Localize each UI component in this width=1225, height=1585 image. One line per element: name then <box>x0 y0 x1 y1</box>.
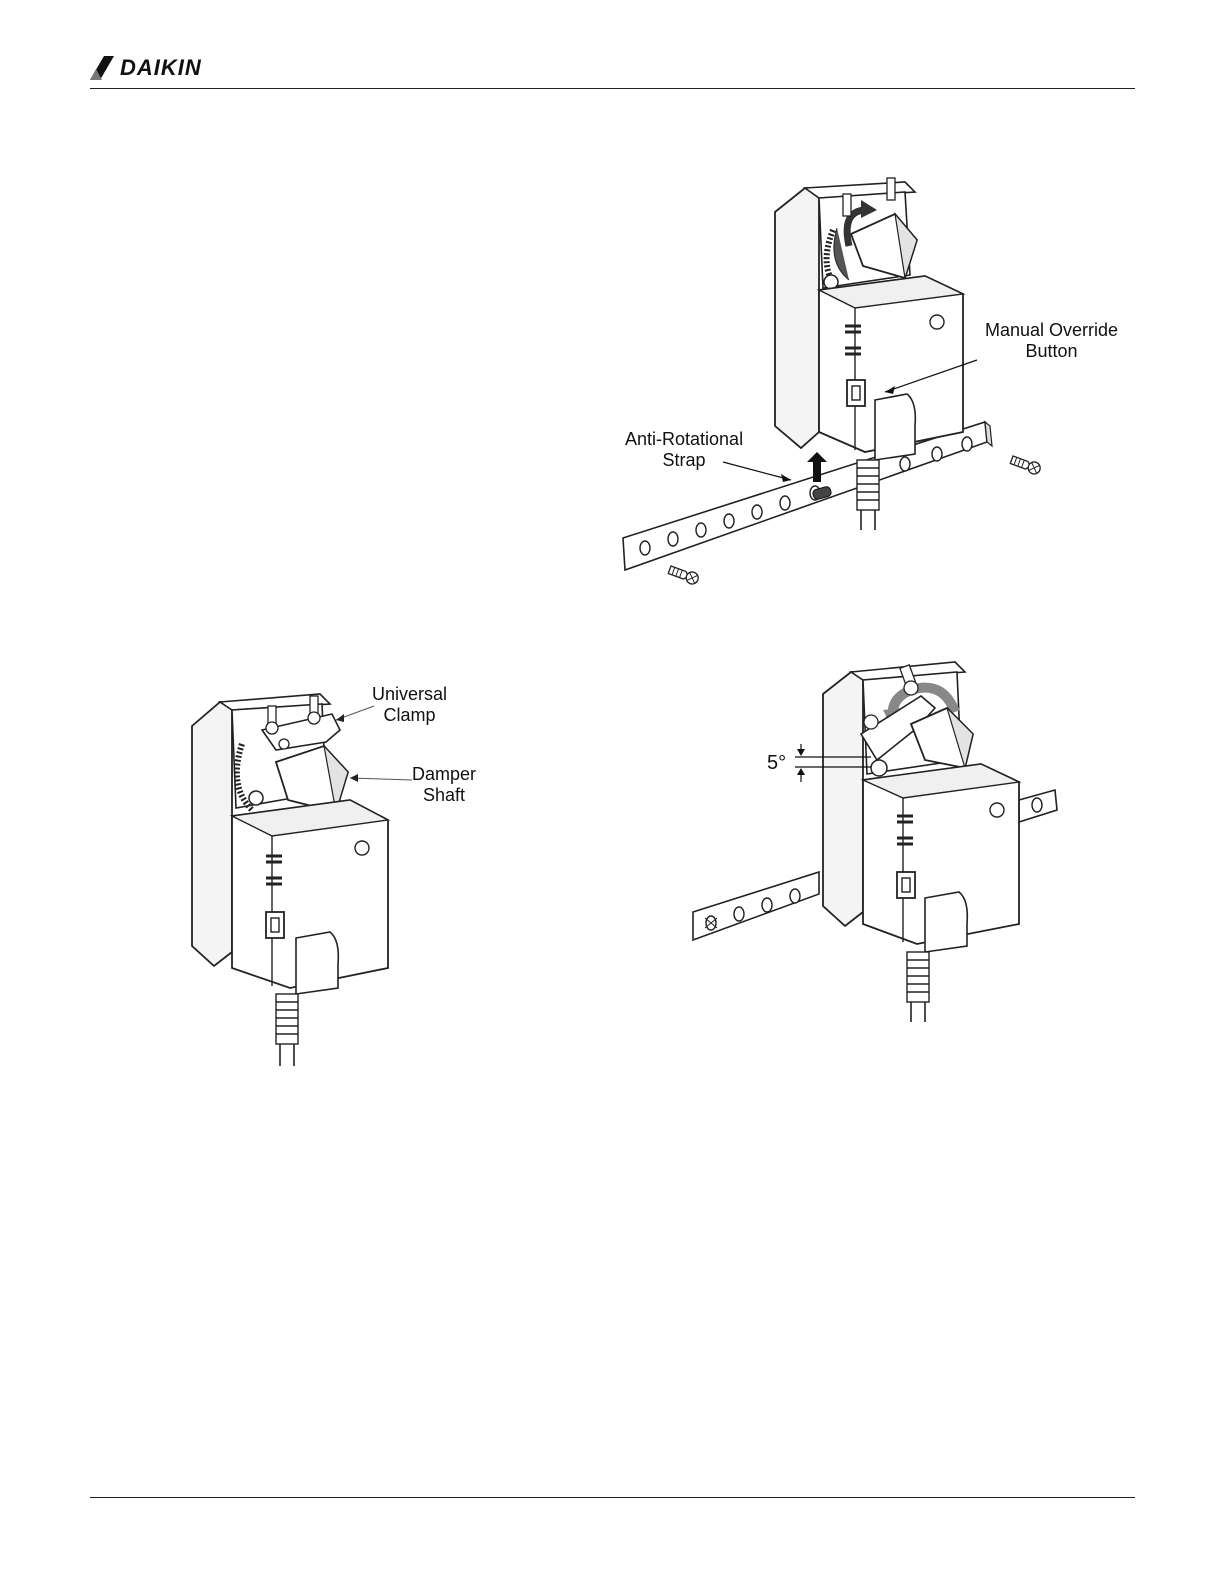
figure-anti-rotational-strap: Manual Override Button Anti-Rotational S… <box>605 170 1145 600</box>
label-universal-line2: Clamp <box>372 705 447 726</box>
label-damper-shaft: Damper Shaft <box>412 764 476 806</box>
actuator-illustration <box>180 680 500 1070</box>
label-anti-rotational-line1: Anti-Rotational <box>625 429 743 450</box>
label-anti-rotational-strap: Anti-Rotational Strap <box>625 429 743 471</box>
label-damper-line1: Damper <box>412 764 476 785</box>
label-manual-override-line2: Button <box>985 341 1118 362</box>
label-universal-line1: Universal <box>372 684 447 705</box>
label-universal-clamp: Universal Clamp <box>372 684 447 726</box>
brand-logo: DAIKIN <box>90 54 202 82</box>
figure-universal-clamp: Universal Clamp Damper Shaft <box>180 680 500 1070</box>
label-damper-line2: Shaft <box>412 785 476 806</box>
screw-icon <box>668 564 700 586</box>
daikin-logo-icon <box>90 56 114 80</box>
figure-five-degree-rotation: 5° <box>685 650 1075 1030</box>
label-manual-override: Manual Override Button <box>985 320 1118 362</box>
brand-name: DAIKIN <box>120 55 202 81</box>
actuator-illustration <box>685 650 1075 1030</box>
page-header: DAIKIN <box>90 52 1135 89</box>
actuator-illustration <box>605 170 1145 600</box>
label-manual-override-line1: Manual Override <box>985 320 1118 341</box>
label-five-degree: 5° <box>767 753 786 774</box>
label-anti-rotational-line2: Strap <box>625 450 743 471</box>
screw-icon <box>1010 454 1042 476</box>
footer-divider <box>90 1497 1135 1498</box>
